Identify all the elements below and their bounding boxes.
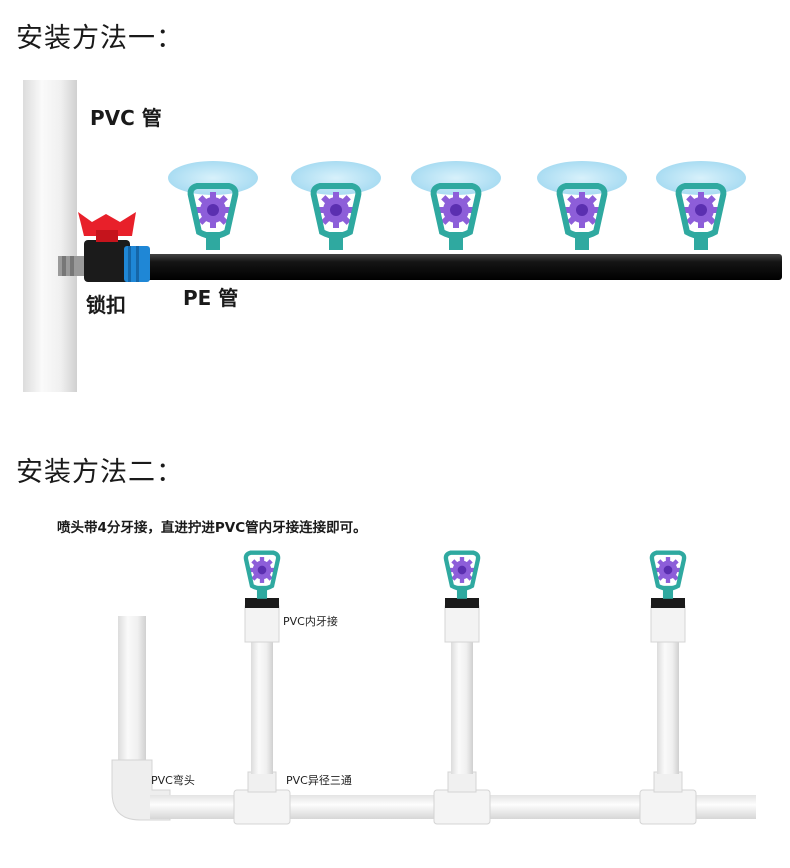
pe-pipe-label: PE 管 <box>183 286 239 310</box>
method1-title: 安装方法一： <box>16 23 184 54</box>
pipe-fitting-icon <box>233 789 291 825</box>
female-thread-label: PVC内牙接 <box>283 615 338 628</box>
pvc-pipe-vertical-left <box>118 616 146 776</box>
sprinkler-icon <box>652 553 684 599</box>
sprinkler-icon <box>537 161 627 250</box>
method2-title: 安装方法二： <box>16 457 184 488</box>
pvc-pipe-vertical <box>23 80 77 392</box>
pe-pipe <box>140 254 782 280</box>
tee-label: PVC异径三通 <box>286 774 352 787</box>
sprinkler-icon <box>168 161 258 250</box>
sprinkler-icon <box>246 553 278 599</box>
method2-diagram <box>111 553 756 825</box>
sprinkler-icon <box>446 553 478 599</box>
elbow-label: PVC弯头 <box>151 774 195 787</box>
sprinkler-icon <box>656 161 746 250</box>
lock-valve-icon <box>58 212 150 282</box>
pipe-fitting-icon <box>639 789 697 825</box>
sprinkler-icon <box>291 161 381 250</box>
method2-note: 喷头带4分牙接，直进拧进PVC管内牙接连接即可。 <box>57 520 367 536</box>
sprinkler-icon <box>411 161 501 250</box>
sprinkler-row-1 <box>168 161 746 250</box>
pipe-fitting-icon <box>433 789 491 825</box>
lock-label: 锁扣 <box>86 293 126 317</box>
pvc-pipe-label: PVC 管 <box>90 106 162 130</box>
